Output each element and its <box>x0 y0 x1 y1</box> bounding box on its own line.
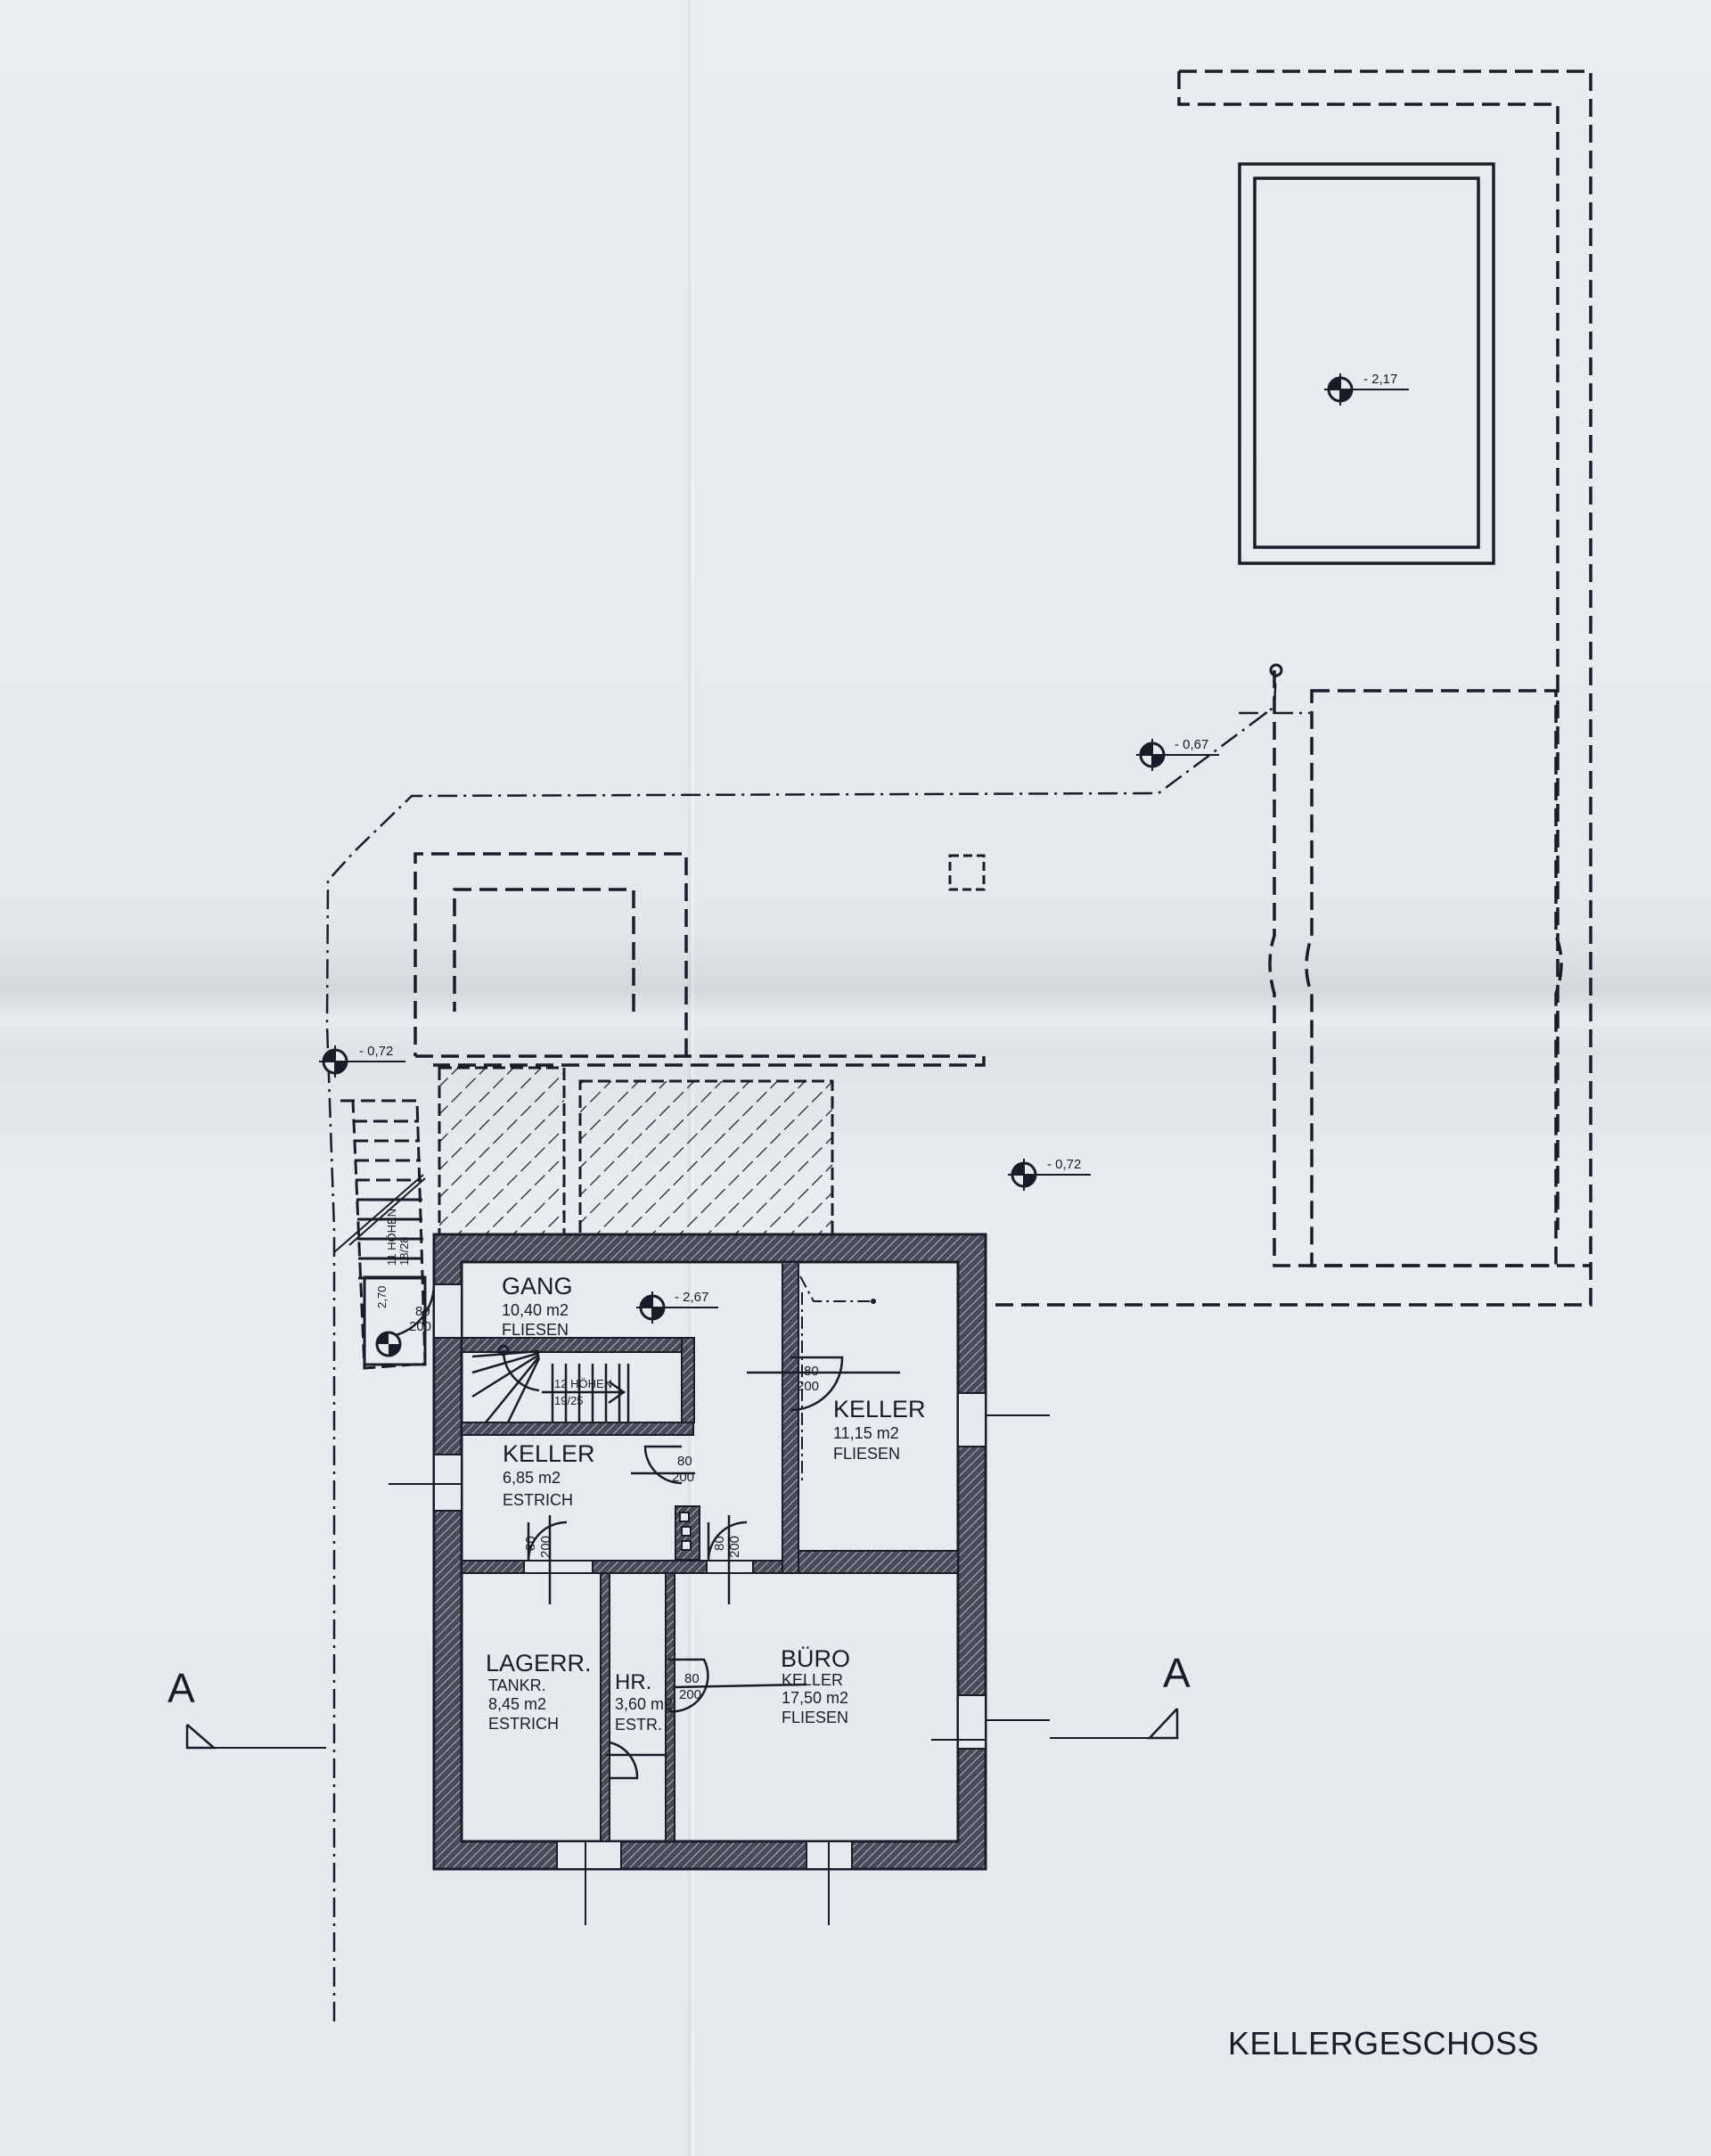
dimension-lines <box>212 1414 1158 1925</box>
svg-text:200: 200 <box>672 1470 694 1485</box>
svg-text:200: 200 <box>409 1319 431 1334</box>
svg-text:200: 200 <box>538 1536 553 1558</box>
room-area: 10,40 m2 <box>502 1301 569 1319</box>
svg-text:80: 80 <box>677 1454 692 1469</box>
level-mark-icon <box>319 1045 405 1078</box>
interior-stair-label-1: 12 HÖHEN <box>554 1377 612 1390</box>
room-area: 6,85 m2 <box>503 1469 561 1487</box>
svg-text:- 0,67: - 0,67 <box>1175 737 1208 752</box>
room-name: GANG <box>502 1273 573 1299</box>
room-gang: GANG 10,40 m2 FLIESEN <box>502 1273 573 1339</box>
svg-text:80: 80 <box>415 1304 430 1319</box>
room-lagerraum: LAGERR. TANKR. 8,45 m2 ESTRICH <box>486 1650 592 1733</box>
room-floor: FLIESEN <box>502 1321 569 1339</box>
level-mark-icon <box>636 1291 718 1324</box>
room-keller-right: KELLER 11,15 m2 FLIESEN <box>833 1396 926 1463</box>
room-floor: FLIESEN <box>833 1445 900 1463</box>
svg-text:- 0,72: - 0,72 <box>1047 1157 1081 1172</box>
pool-outline <box>1238 162 1495 565</box>
paper-fold-horizontal <box>0 927 1711 1052</box>
svg-text:A: A <box>168 1665 195 1711</box>
drawing-title: KELLERGESCHOSS <box>1228 2025 1539 2062</box>
room-area: 11,15 m2 <box>833 1424 899 1442</box>
room-area: 8,45 m2 <box>488 1695 546 1713</box>
room-name: KELLER <box>833 1396 926 1422</box>
room-area: 17,50 m2 <box>782 1689 848 1707</box>
room-hr: HR. 3,60 m2 ESTR. <box>615 1670 673 1734</box>
room-floor: ESTRICH <box>503 1491 573 1509</box>
svg-text:200: 200 <box>727 1536 742 1558</box>
svg-text:80: 80 <box>712 1536 727 1551</box>
windows <box>433 1283 986 1870</box>
svg-text:200: 200 <box>797 1379 819 1394</box>
survey-point-icon <box>1269 663 1283 677</box>
level-mark-icon <box>1136 739 1219 771</box>
room-buero: BÜRO KELLER 17,50 m2 FLIESEN <box>781 1645 850 1726</box>
svg-text:200: 200 <box>679 1687 701 1702</box>
interior-stair-label-2: 19/25 <box>554 1394 584 1407</box>
reference-line <box>799 1275 873 1484</box>
room-floor: ESTRICH <box>488 1715 559 1733</box>
exterior-stair-label-1: 11 HÖHEN <box>385 1209 398 1266</box>
stair-level-label: 2,70 <box>375 1286 389 1308</box>
level-mark-gang: - 2,67 <box>636 1290 718 1324</box>
svg-text:80: 80 <box>523 1536 538 1551</box>
svg-text:- 2,17: - 2,17 <box>1363 372 1397 387</box>
reference-point-icon <box>871 1299 876 1304</box>
room-sub: KELLER <box>782 1671 843 1689</box>
room-name: HR. <box>615 1670 651 1694</box>
terrace-hatched <box>438 1066 834 1236</box>
room-name: KELLER <box>503 1440 595 1467</box>
svg-text:- 2,67: - 2,67 <box>675 1290 708 1305</box>
room-floor: FLIESEN <box>782 1709 848 1726</box>
section-marker-right: A <box>1147 1650 1191 1740</box>
level-mark-pool: - 2,17 <box>1324 372 1409 406</box>
section-marker-left: A <box>168 1665 217 1750</box>
room-keller-small: KELLER 6,85 m2 ESTRICH <box>503 1440 595 1509</box>
level-mark-yard-right: - 0,72 <box>1008 1157 1091 1191</box>
site-outline <box>413 70 1592 1307</box>
door-swings <box>387 1283 900 1780</box>
level-mark-ramp: - 0,67 <box>1136 737 1219 771</box>
interior-stair <box>471 1344 630 1423</box>
paper-fold-vertical <box>686 0 695 2156</box>
level-mark-yard-left: - 0,72 <box>319 1044 405 1078</box>
svg-text:A: A <box>1163 1650 1191 1696</box>
room-sub: TANKR. <box>488 1676 546 1694</box>
room-name: BÜRO <box>781 1645 850 1672</box>
level-mark-stair <box>375 1331 402 1357</box>
exterior-stair-label-2: 18/28 <box>397 1236 411 1266</box>
exterior-stair <box>333 1099 427 1370</box>
shaft-marker <box>948 854 986 891</box>
svg-text:- 0,72: - 0,72 <box>359 1044 393 1059</box>
level-mark-icon <box>1008 1159 1091 1191</box>
door-labels: 80 200 80 200 80 200 80 200 80 200 80 20… <box>409 1304 819 1702</box>
room-floor: ESTR. <box>615 1716 662 1734</box>
chimney <box>679 1512 692 1551</box>
room-area: 3,60 m2 <box>615 1695 673 1713</box>
svg-text:80: 80 <box>804 1364 819 1379</box>
building-walls <box>432 1233 987 1871</box>
property-line <box>325 669 1310 2021</box>
svg-text:80: 80 <box>684 1671 700 1686</box>
level-mark-icon <box>1324 373 1409 406</box>
room-name: LAGERR. <box>486 1650 592 1676</box>
